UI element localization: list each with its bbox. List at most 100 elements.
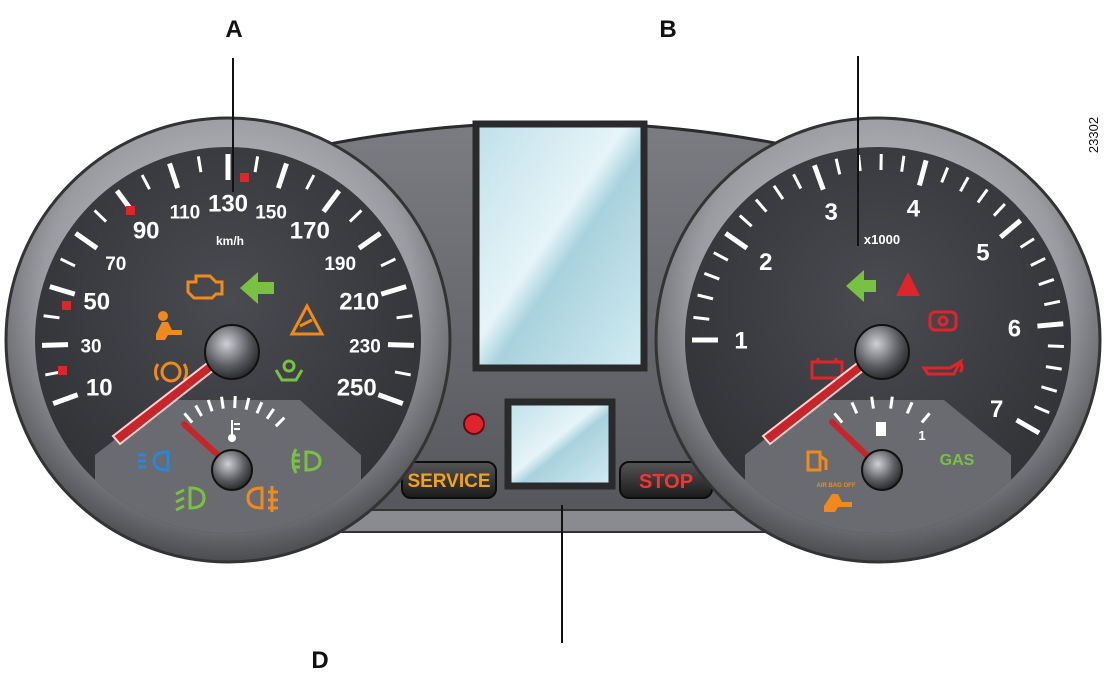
tach-tick [1037, 321, 1064, 329]
speedometer-ticks [42, 154, 414, 406]
speed-tick [305, 174, 316, 190]
speed-label: 30 [80, 337, 101, 358]
coolant-temperature-icon [228, 420, 240, 442]
tach-tick [959, 176, 970, 193]
fuel-scale-label: 1 [918, 428, 925, 443]
tach-label: 7 [990, 396, 1003, 423]
temp-tick [233, 396, 237, 409]
tach-tick [1019, 237, 1035, 249]
tach-tick [834, 158, 842, 175]
seatbelt-icon [274, 359, 304, 382]
speed-label: 90 [133, 218, 160, 245]
tach-tick [1015, 417, 1041, 436]
airbag-off-label: AIR BAG OFF [817, 483, 856, 489]
speed-label: 230 [349, 337, 381, 358]
tach-tick [976, 188, 989, 204]
tach-tick [1033, 405, 1050, 415]
speed-mark-30 [58, 366, 67, 375]
temp-tick [183, 412, 194, 424]
temp-tick [220, 396, 225, 409]
tach-brake-warning-icon [928, 310, 958, 332]
speed-label: 50 [83, 288, 110, 315]
speed-tick [93, 209, 108, 223]
airbag-off-icon: AIR BAG OFF [817, 483, 856, 512]
tach-tick [713, 251, 729, 262]
speed-unit-label: km/h [216, 234, 244, 248]
fuel-tick [905, 401, 914, 414]
speedometer-hub [204, 324, 260, 380]
tachometer-ticks [692, 154, 1064, 436]
tachometer-labels: 1 2 3 4 5 6 7 [734, 195, 1021, 423]
callout-label-d: D [311, 647, 328, 674]
tach-tick [703, 271, 720, 281]
tach-tick [772, 184, 785, 200]
stop-warning-light: STOP [619, 461, 713, 499]
rear-fog-light-icon [246, 486, 278, 512]
speed-tick [348, 209, 363, 223]
tach-tick [693, 315, 710, 321]
speed-tick [43, 314, 60, 320]
tach-turn-signal-icon [846, 270, 876, 302]
tach-tick [812, 164, 826, 191]
temp-tick [255, 401, 264, 414]
speed-tick [396, 314, 413, 320]
temp-gauge-hub [211, 449, 253, 491]
speed-mark-50 [62, 301, 71, 310]
speed-mark-90 [126, 206, 135, 215]
speed-mark-130 [240, 173, 249, 182]
tach-label: 5 [976, 240, 989, 267]
tach-label: 1 [734, 328, 747, 355]
tach-label: 4 [907, 195, 921, 222]
tach-label: 3 [824, 199, 837, 226]
tach-tick [738, 214, 753, 228]
speed-tick [253, 156, 260, 173]
speed-label: 130 [208, 191, 248, 218]
tachometer-hub [854, 324, 910, 380]
small-display-screen [504, 398, 616, 490]
tach-label: 6 [1008, 316, 1021, 343]
temp-gauge-ticks [183, 396, 286, 428]
speed-tick [196, 156, 203, 173]
dipped-beam-icon [175, 486, 206, 512]
speed-tick [42, 342, 69, 348]
tach-tick [1030, 257, 1046, 267]
tach-tick [940, 166, 950, 183]
speed-tick [387, 342, 414, 348]
tach-tick [998, 218, 1023, 240]
battery-charge-icon [810, 358, 844, 380]
speed-tick [59, 257, 76, 268]
service-label: SERVICE [407, 471, 490, 492]
engine-management-icon [186, 274, 224, 300]
callout-label-b: B [659, 16, 676, 43]
temp-tick [274, 416, 286, 428]
fuel-tick [920, 412, 931, 424]
tach-warning-triangle-icon [896, 272, 920, 296]
fuel-gauge-ticks [833, 396, 931, 424]
speed-tick [49, 284, 76, 297]
speed-tick [52, 392, 79, 406]
oil-pressure-icon [921, 358, 964, 376]
tach-tick [992, 202, 1006, 217]
speed-tick [394, 370, 411, 377]
tach-tick [1043, 299, 1061, 307]
temp-tick [265, 408, 276, 420]
tach-tick [1047, 344, 1064, 348]
speed-label: 190 [324, 254, 356, 275]
speed-tick [275, 162, 289, 189]
speed-tick [380, 257, 397, 268]
speed-tick [74, 231, 99, 251]
tach-tick [900, 155, 906, 172]
tach-label: 2 [759, 249, 772, 276]
tach-tick [916, 159, 929, 187]
tach-tick [697, 293, 714, 301]
tach-tick [1038, 278, 1055, 287]
tach-tick [1041, 385, 1058, 393]
reference-number: 23302 [1086, 117, 1101, 153]
turn-signal-arrow-icon [240, 272, 274, 304]
speed-tick [357, 231, 382, 251]
speed-label: 150 [255, 203, 287, 224]
